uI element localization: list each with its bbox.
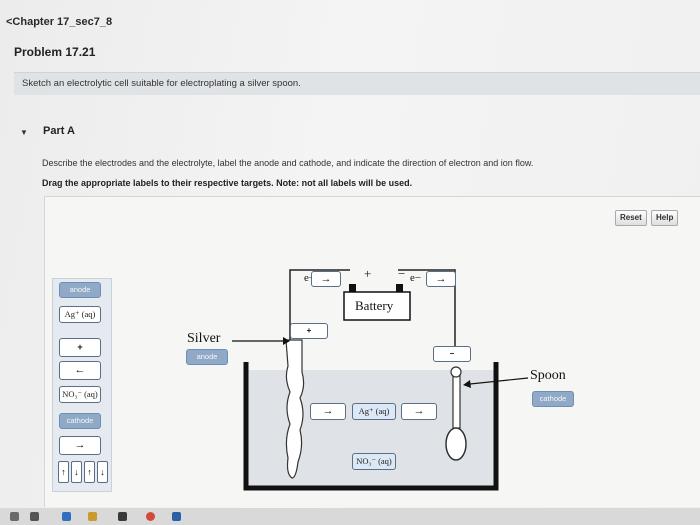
start-icon[interactable] [10, 512, 19, 521]
label-down-arrow-1[interactable]: ↓ [71, 461, 82, 483]
battery-box [343, 291, 411, 321]
spoon-label: Spoon [530, 368, 566, 383]
wire-right [398, 269, 456, 362]
beaker [243, 362, 499, 491]
cathode-sign-target[interactable]: − [433, 346, 471, 362]
silver-anode-tag[interactable]: anode [186, 349, 228, 365]
electron-label-left: e− [304, 272, 316, 284]
part-description: Describe the electrodes and the electrol… [42, 158, 534, 168]
chrome-icon[interactable] [146, 512, 155, 521]
word-icon[interactable] [172, 512, 181, 521]
spoon-pointer-head [463, 380, 471, 388]
spoon-cathode-tag[interactable]: cathode [532, 391, 574, 407]
silver-pointer-head [283, 337, 290, 345]
label-cathode[interactable]: cathode [59, 413, 101, 429]
task-view-icon[interactable] [30, 512, 39, 521]
ion-flow-arrow-left[interactable]: → [310, 403, 346, 420]
label-down-arrow-2[interactable]: ↓ [97, 461, 108, 483]
label-left-arrow[interactable]: ← [59, 361, 101, 380]
spoon-pointer-line [469, 377, 529, 385]
spoon-bowl [445, 427, 467, 461]
battery-label: Battery [355, 298, 394, 313]
spoon-handle-tip [450, 366, 462, 378]
label-right-arrow[interactable]: → [59, 436, 101, 455]
problem-prompt: Sketch an electrolytic cell suitable for… [22, 78, 301, 89]
problem-prompt-box: Sketch an electrolytic cell suitable for… [14, 72, 700, 95]
label-anode[interactable]: anode [59, 282, 101, 298]
problem-title: Problem 17.21 [14, 45, 96, 59]
battery-plus-terminal [349, 284, 356, 292]
no3-ion-target[interactable]: NO₃⁻ (aq) [352, 453, 396, 470]
electron-flow-arrow-right[interactable]: → [426, 271, 456, 287]
file-explorer-icon[interactable] [88, 512, 97, 521]
label-plus[interactable]: + [59, 338, 101, 357]
anode-sign-target[interactable]: + [290, 323, 328, 339]
battery-minus-sign: − [398, 266, 406, 281]
taskbar [0, 508, 700, 525]
back-to-chapter-link[interactable]: <Chapter 17_sec7_8 [6, 16, 113, 28]
reset-button[interactable]: Reset [615, 210, 647, 226]
drag-instruction: Drag the appropriate labels to their res… [42, 178, 413, 188]
silver-anode-rod [285, 339, 305, 479]
battery-plus-sign: + [364, 266, 372, 281]
help-button[interactable]: Help [651, 210, 679, 226]
spoon-handle [452, 371, 461, 429]
label-ag-ion[interactable]: Ag⁺ (aq) [59, 306, 101, 323]
wire-left [289, 269, 350, 340]
collapse-toggle-icon[interactable]: ▼ [20, 128, 28, 137]
part-a-heading[interactable]: Part A [43, 125, 75, 137]
edge-browser-icon[interactable] [62, 512, 71, 521]
ion-flow-arrow-right[interactable]: → [401, 403, 437, 420]
battery-minus-terminal [396, 284, 403, 292]
label-no3-ion[interactable]: NO₃⁻ (aq) [59, 386, 101, 403]
label-up-arrow-1[interactable]: ↑ [58, 461, 69, 483]
label-up-arrow-2[interactable]: ↑ [84, 461, 95, 483]
electron-flow-arrow-left[interactable]: → [311, 271, 341, 287]
silver-label: Silver [187, 331, 221, 346]
electron-label-right: e− [410, 272, 422, 284]
store-icon[interactable] [118, 512, 127, 521]
ag-ion-target[interactable]: Ag⁺ (aq) [352, 403, 396, 420]
